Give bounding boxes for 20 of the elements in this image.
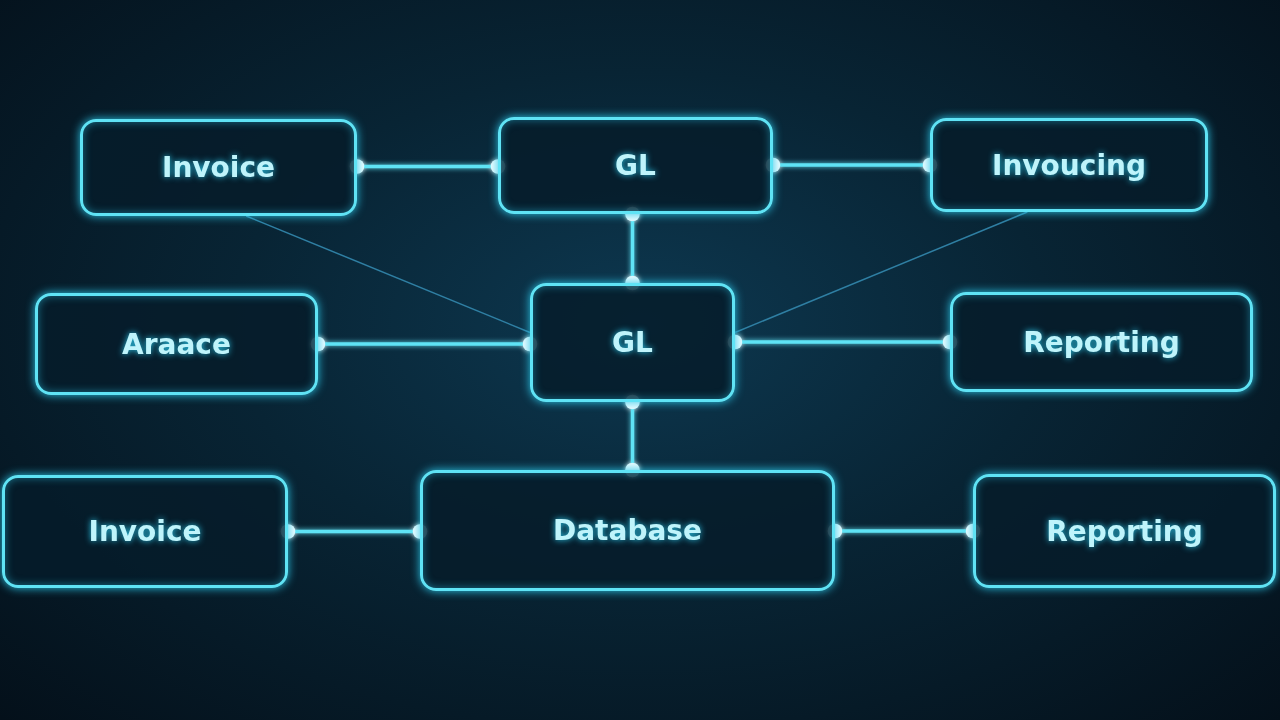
box-label: GL	[612, 326, 653, 359]
box-label: Reporting	[1023, 325, 1180, 359]
box-label: Invoucing	[992, 148, 1146, 182]
process-box	[930, 118, 1208, 212]
process-box	[950, 292, 1253, 392]
process-box	[530, 283, 735, 402]
process-box	[80, 119, 357, 216]
box-label: Invoice	[162, 151, 275, 184]
connector-line	[734, 211, 1029, 334]
process-box	[2, 475, 288, 588]
box-label: Araace	[122, 327, 231, 361]
process-box	[420, 470, 835, 591]
process-box	[973, 474, 1276, 588]
box-label: Reporting	[1046, 514, 1203, 548]
box-label: GL	[615, 149, 656, 182]
box-label: Database	[553, 514, 702, 547]
process-box	[35, 293, 318, 395]
connector-line	[245, 215, 531, 334]
box-label: Invoice	[88, 515, 202, 548]
process-box	[498, 117, 773, 214]
